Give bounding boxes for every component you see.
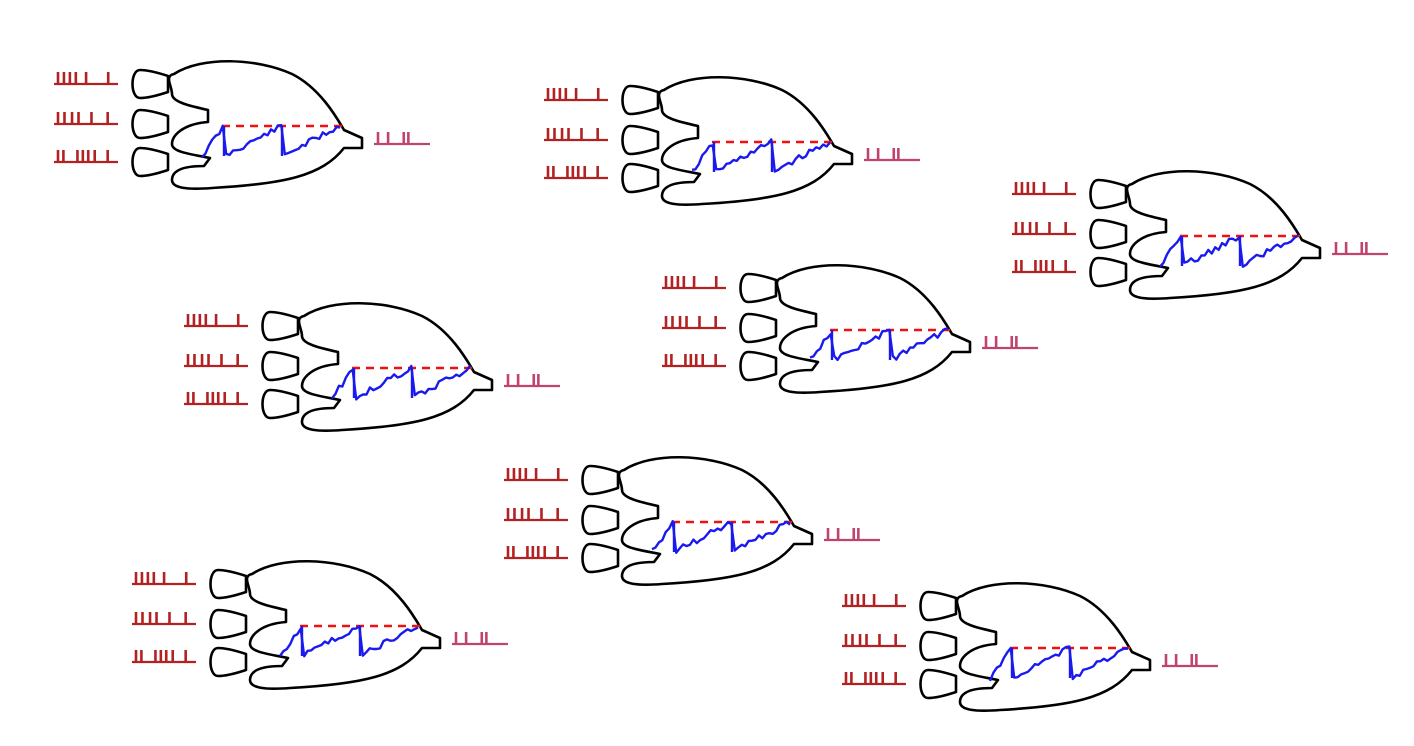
input-spike-train	[544, 128, 608, 142]
input-spike-train	[662, 276, 726, 290]
spine-head	[919, 590, 958, 622]
output-spike-train	[982, 336, 1038, 350]
spine-head	[581, 542, 620, 574]
input-spike-train	[184, 392, 248, 406]
spine-head	[1089, 256, 1128, 288]
input-spike-train	[842, 634, 906, 648]
spine-head	[1089, 178, 1128, 210]
spine-head	[131, 108, 170, 140]
spine-head	[739, 350, 778, 382]
input-spike-train	[184, 354, 248, 368]
neuron	[660, 252, 1050, 402]
input-spike-train	[842, 594, 906, 608]
output-spike-train	[864, 148, 920, 162]
spine-head	[209, 646, 248, 678]
neuron-graphic	[842, 581, 1218, 713]
input-spike-train	[54, 150, 118, 164]
input-spike-train	[54, 72, 118, 86]
input-spike-train	[504, 468, 568, 482]
neuron	[182, 290, 572, 440]
neuron	[542, 64, 932, 214]
output-spike-train	[504, 374, 560, 388]
spine-head	[739, 312, 778, 344]
neuron-graphic	[54, 59, 430, 191]
input-spike-train	[132, 650, 196, 664]
spine-head	[739, 272, 778, 304]
input-spike-train	[842, 672, 906, 686]
spine-head	[581, 504, 620, 536]
neuron-graphic	[1012, 169, 1388, 301]
spine-head	[919, 668, 958, 700]
neuron	[130, 548, 520, 698]
input-spike-train	[504, 546, 568, 560]
neuron	[52, 48, 442, 198]
input-spike-train	[662, 316, 726, 330]
spine-head	[209, 608, 248, 640]
spine-head	[1089, 218, 1128, 250]
input-spike-train	[544, 166, 608, 180]
neuron-graphic	[544, 75, 920, 207]
input-spike-train	[184, 314, 248, 328]
input-spike-train	[54, 112, 118, 126]
output-spike-train	[452, 632, 508, 646]
spine-head	[581, 464, 620, 496]
input-spike-train	[1012, 182, 1076, 196]
neuron	[502, 444, 892, 594]
spine-head	[131, 146, 170, 178]
output-spike-train	[374, 132, 430, 146]
spine-head	[261, 310, 300, 342]
spine-head	[621, 124, 660, 156]
neuron	[1010, 158, 1400, 308]
spine-head	[621, 162, 660, 194]
input-spike-train	[544, 88, 608, 102]
neuron-graphic	[662, 263, 1038, 395]
neuron	[840, 570, 1230, 720]
input-spike-train	[132, 612, 196, 626]
input-spike-train	[662, 354, 726, 368]
output-spike-train	[1332, 242, 1388, 256]
input-spike-train	[504, 508, 568, 522]
neuron-graphic	[132, 559, 508, 691]
neuron-graphic	[184, 301, 560, 433]
spine-head	[621, 84, 660, 116]
input-spike-train	[1012, 222, 1076, 236]
spine-head	[919, 630, 958, 662]
neuron-graphic	[504, 455, 880, 587]
spine-head	[131, 68, 170, 100]
input-spike-train	[1012, 260, 1076, 274]
spine-head	[261, 350, 300, 382]
output-spike-train	[824, 528, 880, 542]
output-spike-train	[1162, 654, 1218, 668]
spine-head	[261, 388, 300, 420]
spine-head	[209, 568, 248, 600]
input-spike-train	[132, 572, 196, 586]
